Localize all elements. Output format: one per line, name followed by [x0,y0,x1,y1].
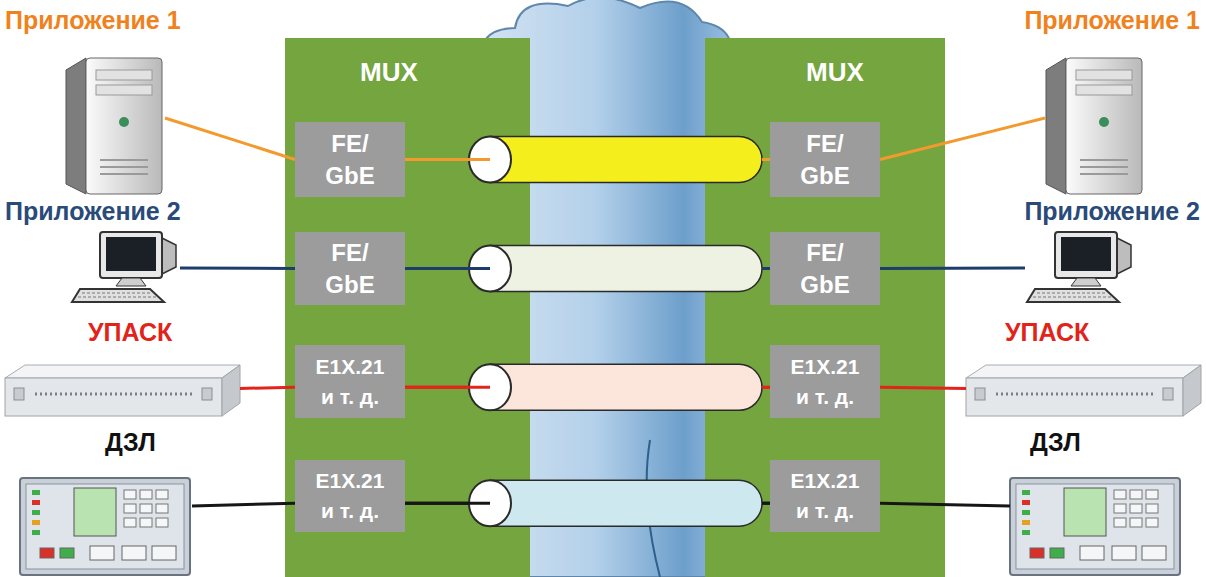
link-wire [880,387,966,388]
pc-device: Приложение 2 [1025,232,1135,304]
mux-label: MUX [360,57,418,87]
port-box: E1X.21 и т. д. [770,345,880,418]
server-device: Приложение 1 [65,55,165,195]
link-wire [180,267,295,271]
link-wire [180,268,295,270]
port-box: FE/ GbE [770,232,880,305]
device-label: УПАСК [1005,318,1089,347]
mux-panel [285,38,530,577]
mux-panel: MUX FE/ GbE FE/ GbE E1X.21 и т. д. E1X.21 и … [285,38,530,577]
relay-device: ДЗЛ [1010,476,1182,576]
link-wire [880,118,1045,160]
pc-device: Приложение 2 [70,232,180,304]
link-wire [240,387,295,388]
link-wire [192,503,295,506]
link-wire [880,503,1010,506]
upask-device: УПАСК [5,365,240,417]
link-wire [880,503,1010,506]
server-icon [1046,58,1142,194]
rack-device-icon [5,365,240,416]
device-label: УПАСК [88,318,172,347]
port-label: FE/ GbE [320,128,380,192]
pc-icon [1027,232,1131,302]
link-wire [405,267,490,270]
link-wire [880,387,966,388]
relay-device: ДЗЛ [20,476,192,576]
channel-tube [405,364,770,410]
channel-tube [405,480,770,526]
mux-label: MUX [806,57,864,87]
link-wire [405,502,490,505]
device-label: Приложение 2 [5,197,181,226]
device-label: Приложение 2 [1024,197,1200,226]
link-wire [165,118,295,160]
link-wire [880,267,1025,271]
link-wire [880,118,1045,160]
port-label: E1X.21 и т. д. [308,352,392,412]
port-label: E1X.21 и т. д. [783,352,867,412]
mux-panel: MUX FE/ GbE FE/ GbE E1X.21 и т. д. E1X.21 и … [705,38,945,577]
link-wire [762,158,770,161]
port-label: FE/ GbE [795,237,855,301]
port-box: E1X.21 и т. д. [295,345,405,418]
link-wire [240,387,295,388]
relay-icon [1010,478,1180,575]
relay-icon [20,478,190,575]
pc-icon [72,232,176,302]
port-box: FE/ GbE [770,122,880,197]
port-label: FE/ GbE [795,128,855,192]
tube-body [490,246,762,292]
port-box: E1X.21 и т. д. [770,460,880,532]
link-wire [762,502,770,505]
server-icon [66,58,162,194]
port-label: E1X.21 и т. д. [783,466,867,526]
tube-body [490,137,762,183]
channel-tube [405,246,770,292]
port-box: FE/ GbE [295,122,405,197]
tube-body [490,364,762,410]
rack-device-icon [966,365,1201,416]
port-box: E1X.21 и т. д. [295,460,405,532]
channel-tube [405,137,770,183]
link-wire [405,158,490,161]
link-wire [405,386,490,389]
device-label: ДЗЛ [1030,428,1081,457]
device-label: Приложение 1 [5,6,181,35]
port-label: FE/ GbE [320,237,380,301]
port-box: FE/ GbE [295,232,405,305]
link-wire [165,118,295,160]
device-label: ДЗЛ [105,428,156,457]
device-label: Приложение 1 [1024,6,1200,35]
port-label: E1X.21 и т. д. [308,466,392,526]
link-wire [762,267,770,270]
tube-body [490,480,762,526]
link-wire [192,503,295,506]
link-wire [880,268,1025,270]
upask-device: УПАСК [966,365,1201,417]
link-wire [762,386,770,389]
server-device: Приложение 1 [1045,55,1145,195]
